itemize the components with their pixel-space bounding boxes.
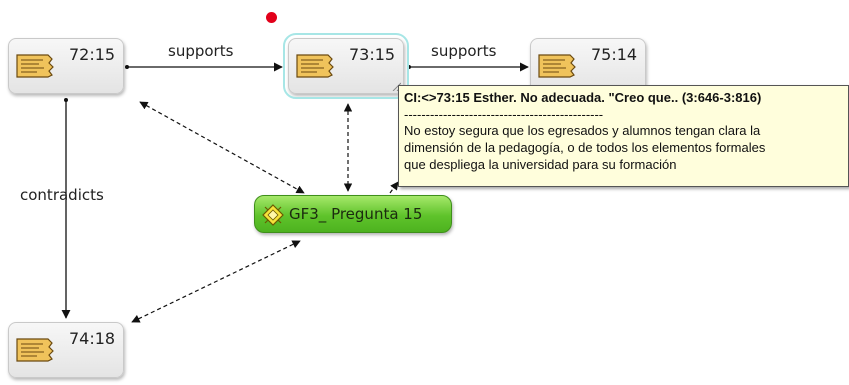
quotation-node-73-15[interactable]: 73:15 [283,33,409,99]
document-quote-icon [16,54,54,78]
quotation-node-75-14[interactable]: 75:14 [530,38,646,94]
tooltip-separator: ----------------------------------------… [404,107,604,122]
code-node-gf3-pregunta-15[interactable]: GF3_ Pregunta 15 [254,195,452,233]
edge-label-supports: supports [431,42,497,60]
code-diamond-icon [262,204,284,226]
code-node-label: GF3_ Pregunta 15 [289,205,423,223]
quotation-node-74-18[interactable]: 74:18 [8,322,124,378]
document-quote-icon [16,338,54,362]
edge-label-contradicts: contradicts [20,186,104,204]
quotation-tooltip: CI:<>73:15 Esther. No adecuada. "Creo qu… [398,85,849,187]
node-label: 74:18 [69,329,116,348]
edge-link-72-code[interactable] [139,101,305,194]
tooltip-body: No estoy segura que los egresados y alum… [404,123,766,172]
edge-link-74-code[interactable] [131,240,301,323]
document-quote-icon [538,54,576,78]
node-label: 75:14 [591,45,638,64]
document-quote-icon [296,54,334,78]
edge-link-code-tooltip [389,181,399,194]
tooltip-title: CI:<>73:15 Esther. No adecuada. "Creo qu… [404,90,762,105]
edge-label-supports: supports [168,42,234,60]
modified-marker [266,12,277,23]
quotation-node-72-15[interactable]: 72:15 [8,38,124,94]
node-label: 73:15 [349,45,396,64]
node-label: 72:15 [69,45,116,64]
